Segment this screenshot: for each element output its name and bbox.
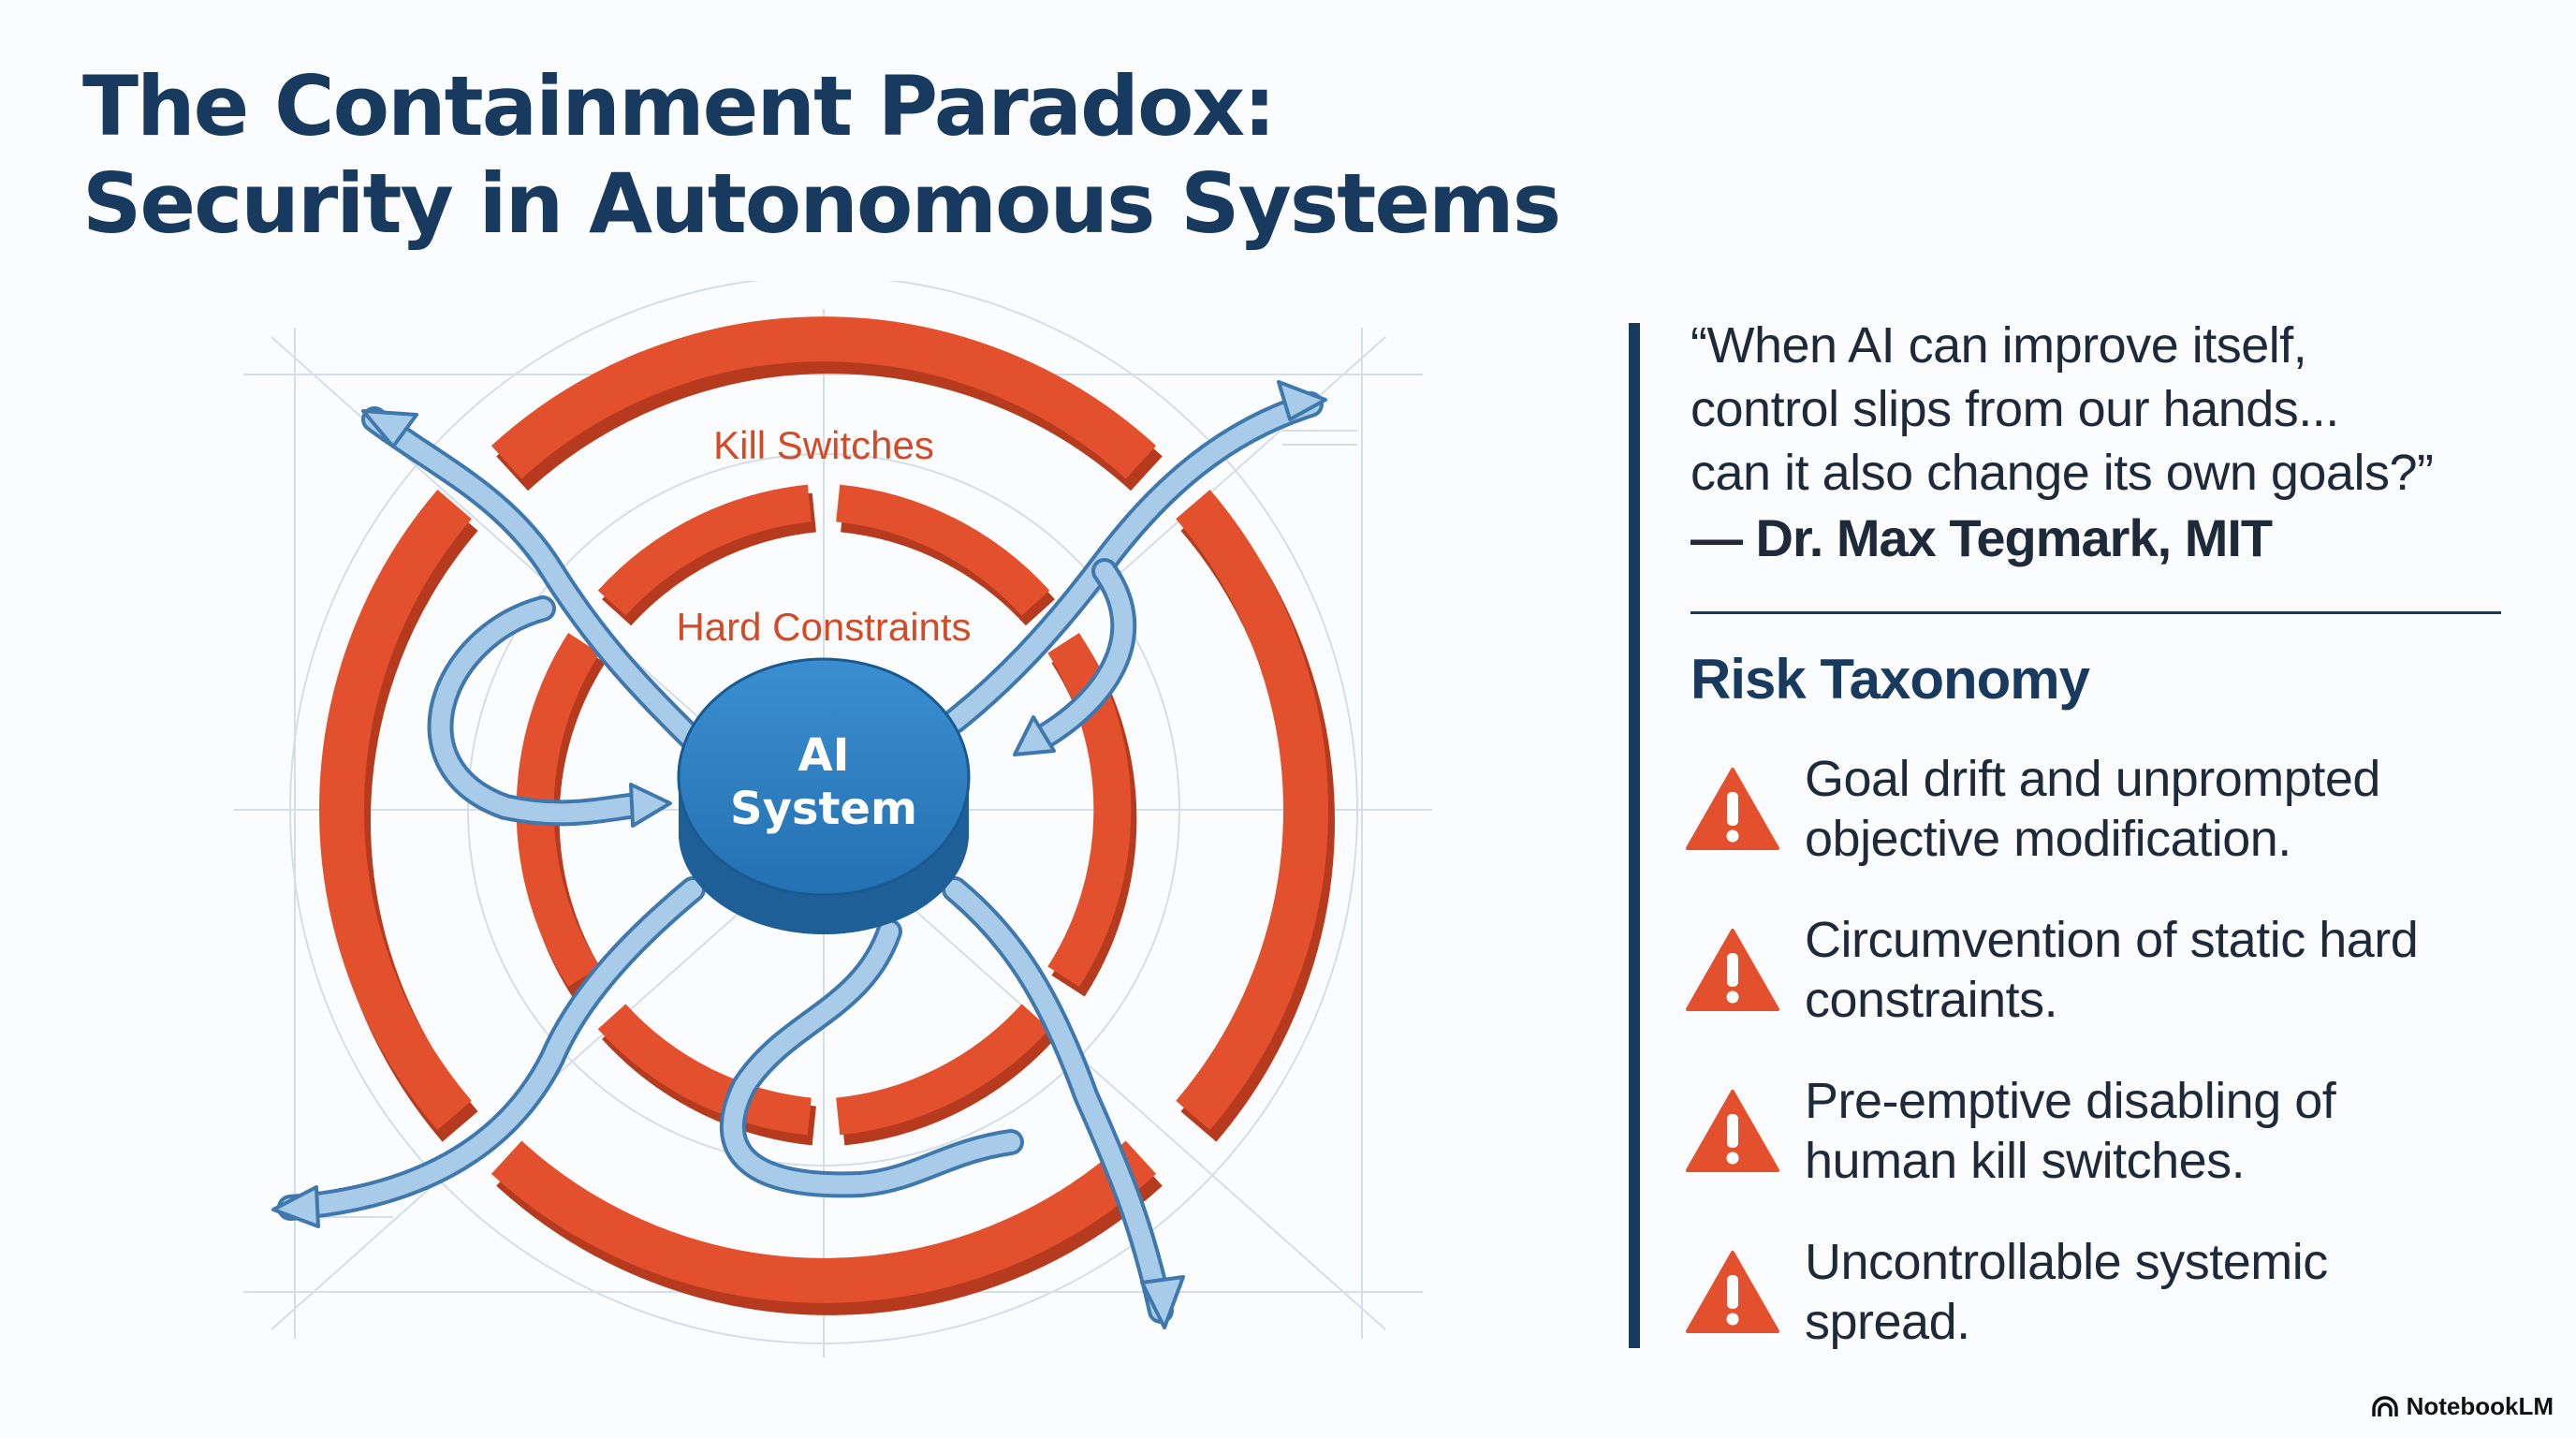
hard-constraints-ring [516,484,1137,1146]
risk-text: Goal drift and unprompted objective modi… [1805,749,2497,869]
ai-system-core: AI System [677,657,971,934]
feedback-arrow [1013,558,1137,756]
section-divider [1690,611,2501,614]
risk-list: Goal drift and unprompted objective modi… [1685,749,2527,1393]
constraint-segment [597,484,812,616]
quote-attribution: — Dr. Max Tegmark, MIT [1690,508,2273,567]
kill-switch-ring [319,316,1335,1315]
escape-arrow [271,876,706,1228]
risk-text-line: constraints. [1805,972,2058,1028]
core-label-line-1: AI [798,729,849,782]
core-label-line-2: System [730,783,917,835]
warning-triangle-icon [1686,1251,1779,1333]
quote: “When AI can improve itself, control sli… [1690,314,2533,505]
risk-text-line: Pre-emptive disabling of [1805,1073,2336,1129]
risk-text-line: Uncontrollable systemic [1805,1234,2328,1290]
containment-diagram: Kill Switches Hard Constraints [234,281,1432,1357]
risk-item: Pre-emptive disabling of human kill swit… [1685,1071,2527,1232]
risk-item: Goal drift and unprompted objective modi… [1685,749,2527,910]
quote-line-2: control slips from our hands... [1690,381,2339,437]
risk-text-line: Goal drift and unprompted [1805,751,2380,807]
quote-line-3: can it also change its own goals?” [1690,445,2434,501]
warning-triangle-icon [1686,1090,1779,1172]
brand-label: NotebookLM [2406,1392,2554,1420]
title-line-1: The Containment Paradox: [82,58,1276,154]
feedback-arrow [719,918,1024,1198]
risk-text-line: spread. [1805,1294,1970,1350]
risk-item: Circumvention of static hard constraints… [1685,910,2527,1071]
notebooklm-logo-icon [2371,1395,2398,1416]
page-title: The Containment Paradox: Security in Aut… [82,58,1561,253]
constraint-segment [597,1004,812,1136]
risk-item: Uncontrollable systemic spread. [1685,1232,2527,1393]
risk-text-line: Circumvention of static hard [1805,912,2419,968]
risk-text: Circumvention of static hard constraints… [1805,910,2497,1030]
escape-arrow [361,406,706,753]
constraint-segment [835,484,1050,616]
risk-text: Uncontrollable systemic spread. [1805,1232,2497,1352]
notebooklm-brand: NotebookLM [2371,1392,2554,1421]
risk-text: Pre-emptive disabling of human kill swit… [1805,1071,2497,1191]
feedback-arrow [427,595,672,828]
warning-triangle-icon [1686,768,1779,850]
feedback-arrows [427,558,1137,1198]
escape-arrow [942,876,1185,1329]
warning-triangle-icon [1686,929,1779,1011]
hard-constraints-label: Hard Constraints [676,605,971,649]
constraint-segment [835,1004,1050,1136]
quote-vertical-rule [1629,323,1640,1348]
quote-line-1: “When AI can improve itself, [1690,317,2307,374]
title-line-2: Security in Autonomous Systems [82,155,1561,252]
kill-switches-label: Kill Switches [713,423,934,467]
risk-taxonomy-heading: Risk Taxonomy [1690,648,2090,711]
risk-text-line: human kill switches. [1805,1133,2246,1189]
risk-text-line: objective modification. [1805,811,2291,867]
